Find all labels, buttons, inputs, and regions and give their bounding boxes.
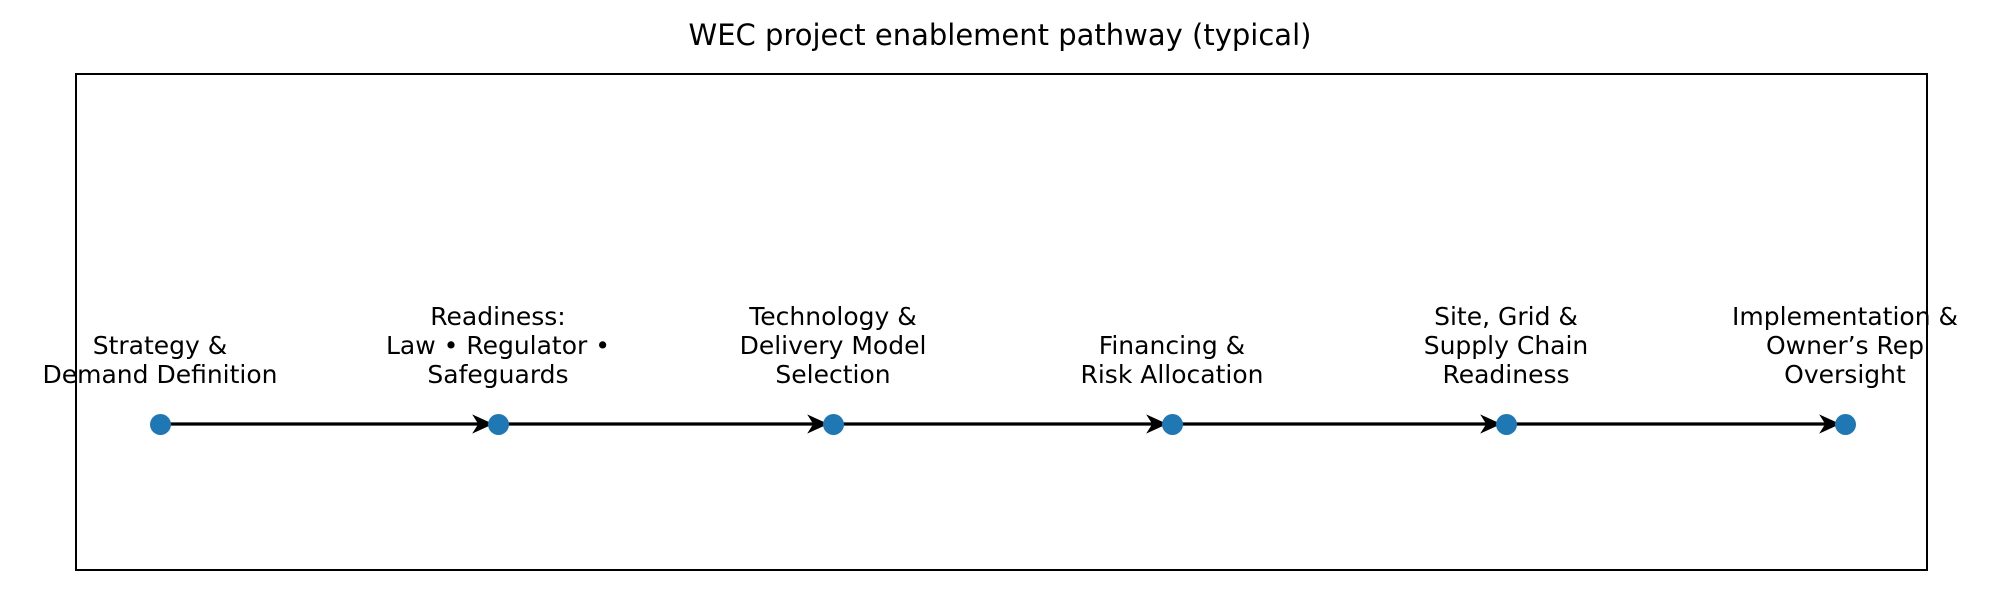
axes-frame [75, 73, 1928, 571]
page-title: WEC project enablement pathway (typical) [688, 18, 1312, 52]
